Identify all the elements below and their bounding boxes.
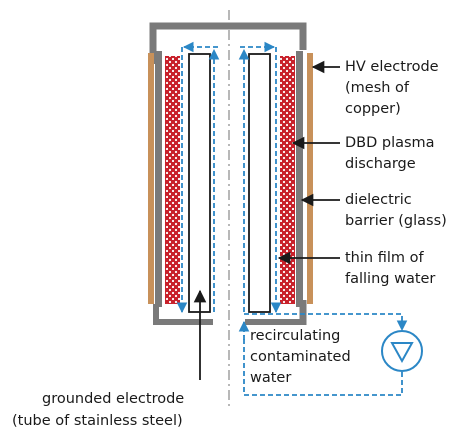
label-water-film: thin film of falling water <box>345 250 435 287</box>
label-hv-electrode: HV electrode (mesh of copper) <box>345 59 443 117</box>
water-flow-paths <box>176 41 408 396</box>
flow-return-loop <box>243 335 403 396</box>
grounded-tube-left <box>188 53 211 313</box>
label-recirculating: recirculating contaminated water <box>250 328 355 386</box>
glass-wall-left <box>155 51 162 307</box>
plasma-zone-right <box>280 56 295 304</box>
leader-arrows <box>193 60 340 380</box>
top-cap <box>149 22 307 64</box>
label-grounded: grounded electrode (tube of stainless st… <box>12 391 189 429</box>
hv-electrode-left <box>148 53 154 304</box>
glass-wall-right <box>296 51 303 307</box>
hv-electrode-right <box>307 53 313 304</box>
label-dielectric: dielectric barrier (glass) <box>345 192 447 229</box>
flow-bottom-collect <box>244 313 408 332</box>
plasma-zone-left <box>165 56 180 304</box>
pump-triangle-icon <box>381 330 423 372</box>
grounded-tube-right <box>248 53 271 313</box>
label-plasma: DBD plasma discharge <box>345 135 439 172</box>
